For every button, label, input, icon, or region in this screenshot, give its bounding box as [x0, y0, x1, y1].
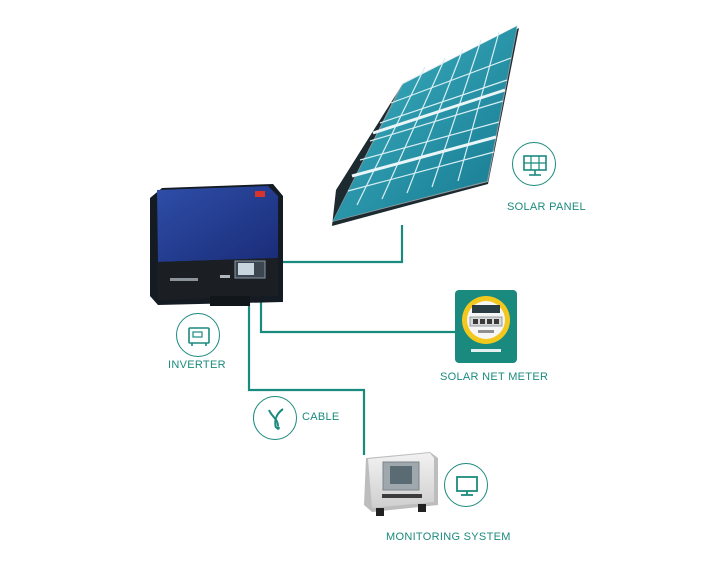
solar-panel-icon: [512, 142, 556, 186]
solar-panel-label: SOLAR PANEL: [507, 201, 586, 213]
net-meter-label: SOLAR NET METER: [440, 371, 549, 383]
inverter-to-meter-line: [259, 295, 455, 334]
monitoring-system-graphic: [364, 452, 438, 516]
inverter-icon: [176, 313, 220, 357]
cable-label: CABLE: [302, 411, 340, 423]
inverter-to-monitor-line: [247, 295, 366, 455]
net-meter-graphic: [455, 290, 517, 363]
inverter-graphic: [150, 184, 283, 306]
monitor-icon: [444, 463, 488, 507]
cable-icon: [253, 396, 297, 440]
inverter-label: INVERTER: [168, 359, 226, 371]
solar-panel-graphic: [332, 25, 519, 226]
panel-to-inverter-line: [283, 225, 404, 264]
connection-lines: [247, 225, 455, 455]
monitoring-system-label: MONITORING SYSTEM: [386, 531, 511, 543]
